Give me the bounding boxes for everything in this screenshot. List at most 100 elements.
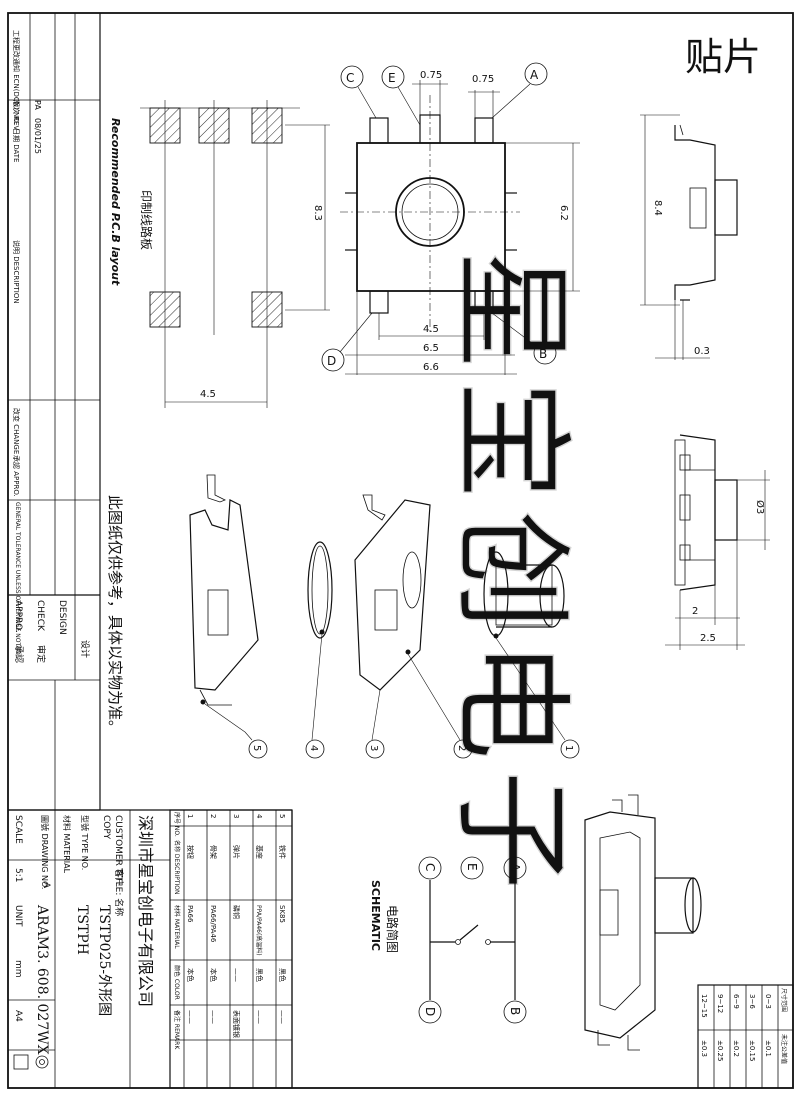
projection-icon [13,1054,49,1070]
part-4-spring [307,541,333,741]
bom-header-remark: 备注 REMARK [173,1010,181,1050]
front-dim-w1: 4.5 [423,324,439,335]
smt-label: 贴片 [685,35,761,79]
side-dim-w1: 2 [692,606,698,617]
bom-row-4-color: 黑色 [255,968,264,982]
customer-label: CUSTOMER 客户 [113,815,125,887]
side-dim-thickness: 0.3 [694,346,710,357]
svg-text:E: E [388,71,396,85]
pcb-dim-height: 8.3 [312,205,323,221]
approval-label: 承認 APPRO. [12,455,21,497]
change-label: 改变 CHANGE [12,408,21,454]
side-dim-height: 8.4 [652,200,663,216]
design-cn: 设计 [79,640,91,658]
tol-r4-value: ±0.25 [716,1040,724,1061]
callout-5: 5 [248,739,268,759]
callout-2: 2 [453,739,473,759]
tol-r2-value: ±0.15 [748,1040,756,1061]
pcb-layout: Recommended P.C.B layout 印制线路板 8.3 4.5 [109,100,330,408]
type-value: TSTPH [74,905,90,955]
tol-r3-range: 6~9 [732,994,740,1009]
isometric-view [584,794,702,1051]
bom-row-2-color: 本色 [209,968,218,982]
tol-r1-value: ±0.1 [764,1040,772,1057]
schematic-pin-b: B [503,1000,527,1024]
bom-row-3-remark: 表面镀银 [232,1010,241,1038]
rev-label: 版次 REV [12,100,21,131]
copy-label: COPY [101,815,111,840]
bom-row-5-color: 黑色 [278,968,287,982]
bom-row-2-material: PA66/PA46 [209,905,217,943]
revision-block: 工程更改通知 ECN(DCN) NO. 版次 REV PA 日期 DATE 08… [8,13,101,811]
bom-table: 序号 NO. 名称 DESCRIPTION 材料 MATERIAL 颜色 COL… [169,809,293,1089]
pin-label-d: D [321,312,373,372]
pin-label-b: B [491,312,557,365]
pcb-title-cn: 印制线路板 [139,190,154,250]
tol-r5-range: 12~15 [700,994,708,1018]
front-dim-075-left: 0.75 [420,70,442,81]
type-label: 型號 TYPE NO. [80,815,90,870]
svg-text:A: A [530,68,539,82]
bom-header-material: 材料 MATERIAL [173,905,181,949]
ecn-label: 工程更改通知 ECN(DCN) NO. [12,30,21,125]
bom-row-2-remark: —— [209,1010,217,1024]
scale-value: 5:1 [13,868,23,882]
tol-r5-value: ±0.3 [700,1040,708,1057]
scale-label: SCALE [13,815,23,844]
svg-text:3: 3 [368,745,379,751]
bom-row-3-no: 3 [232,814,240,818]
bom-row-5-remark: —— [278,1010,286,1024]
tolerance-label: GENERAL TOLERANCE UNLESS OTHERWISE NOTED [14,502,21,655]
side-dim-w2: 2.5 [700,633,716,644]
part-5-cover [189,474,259,741]
schematic: 电路简图 SCHEMATIC E A C B D [369,856,527,1024]
schematic-title-en: SCHEMATIC [369,880,382,951]
sheet-border [7,12,794,1089]
bom-row-5-material: SK85 [278,905,286,923]
svg-text:D: D [423,1007,437,1016]
pcb-title-en: Recommended P.C.B layout [109,118,122,286]
bom-row-1-no: 1 [186,814,194,818]
bom-row-4-desc: 基座 [255,845,264,859]
svg-text:星宝创电子: 星宝创电子 [441,250,580,900]
side-dim-diameter: Ø3 [754,500,766,514]
bom-row-1-remark: —— [186,1010,194,1024]
svg-text:A: A [508,863,522,872]
svg-text:B: B [508,1007,522,1015]
svg-text:C: C [346,71,354,85]
svg-text:B: B [539,347,547,361]
svg-text:D: D [327,354,336,368]
schematic-pin-a: A [503,856,527,880]
schematic-pin-e: E [460,856,484,880]
front-dim-w2: 6.5 [423,343,439,354]
tol-header-value: 未注公差值 [780,1034,788,1064]
check-label: CHECK [35,600,45,632]
size-value: A4 [13,1010,23,1022]
bom-row-2-no: 2 [209,814,217,818]
front-dim-height: 6.2 [558,205,569,221]
bom-row-1-material: PA66 [186,905,194,923]
company-name: 深圳市星宝创电子有限公司 [136,815,155,1007]
front-dim-w3: 6.6 [423,362,439,373]
appro-cn: 承認 [13,645,25,663]
description-label: 说明 DESCRIPTION [12,240,21,304]
date-value: 08/01/25 [33,118,42,154]
unit-label: UNIT [13,905,23,927]
bom-row-5-desc: 铁件 [278,845,287,859]
part-1-button [483,551,566,741]
bom-row-4-remark: —— [255,1010,263,1024]
title-block: 深圳市星宝创电子有限公司 CUSTOMER 客户 COPY TITLE: 名称 … [8,809,293,1088]
bom-row-4-no: 4 [255,814,263,819]
callout-4: 4 [305,739,325,759]
title-label: TITLE: 名称 [113,867,125,916]
design-label: DESIGN [57,600,67,635]
schematic-pin-c: C [418,856,442,880]
front-dim-075-right: 0.75 [472,74,494,85]
pin-label-a: A [491,62,548,119]
tol-header-range: 尺寸范围 [780,988,788,1012]
svg-text:E: E [465,863,479,871]
svg-text:C: C [423,863,437,871]
bom-row-3-desc: 弹片 [232,845,241,859]
schematic-pin-d: D [418,1000,442,1024]
material-label: 材料 MATERIAL [62,815,72,874]
